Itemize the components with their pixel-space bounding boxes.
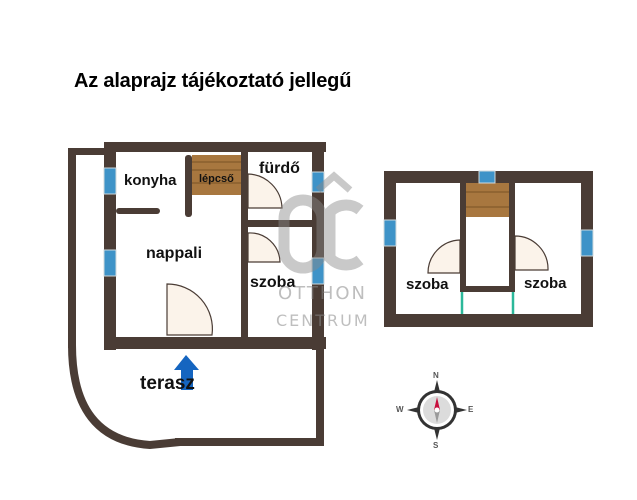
upper-windows [383, 170, 594, 257]
room-label-bedroom: szoba [250, 274, 296, 291]
compass-east-label: E [468, 405, 474, 414]
room-label-kitchen: konyha [124, 172, 177, 189]
compass-north-label: N [433, 371, 439, 380]
room-label-upper-bedroom-left: szoba [406, 276, 449, 293]
door-swing-icon [247, 232, 281, 263]
window-icon [383, 219, 397, 247]
room-label-bathroom: fürdő [259, 160, 300, 177]
door-swing-icon [514, 235, 549, 271]
window-icon [580, 229, 594, 257]
windows [103, 167, 325, 285]
doors [166, 173, 283, 336]
window-icon [311, 257, 325, 285]
room-label-stairs: lépcső [199, 173, 234, 185]
watermark-logo-icon [278, 171, 364, 274]
window-icon [311, 171, 325, 193]
room-label-living-room: nappali [146, 245, 203, 262]
door-swing-icon [166, 283, 213, 336]
room-label-terrace: terasz [140, 373, 195, 394]
entrance-arrow-icon [174, 355, 199, 390]
staircase [192, 155, 241, 195]
ground-floor-walls [68, 142, 326, 446]
upper-doors [427, 235, 549, 274]
upper-staircase [466, 183, 509, 217]
door-swing-icon [247, 173, 283, 209]
window-icon [103, 167, 117, 195]
room-label-upper-bedroom-right: szoba [524, 275, 567, 292]
window-icon [478, 170, 496, 184]
compass-south-label: S [433, 441, 439, 450]
compass-icon [407, 380, 467, 440]
page-title: Az alaprajz tájékoztató jellegű [74, 70, 352, 92]
railings [460, 292, 515, 314]
watermark-line1: OTTHON [278, 283, 368, 304]
watermark-line2: CENTRUM [276, 311, 370, 330]
door-swing-icon [427, 239, 461, 274]
compass-west-label: W [396, 405, 404, 414]
terrace-curved-wall [68, 344, 181, 450]
window-icon [103, 249, 117, 277]
